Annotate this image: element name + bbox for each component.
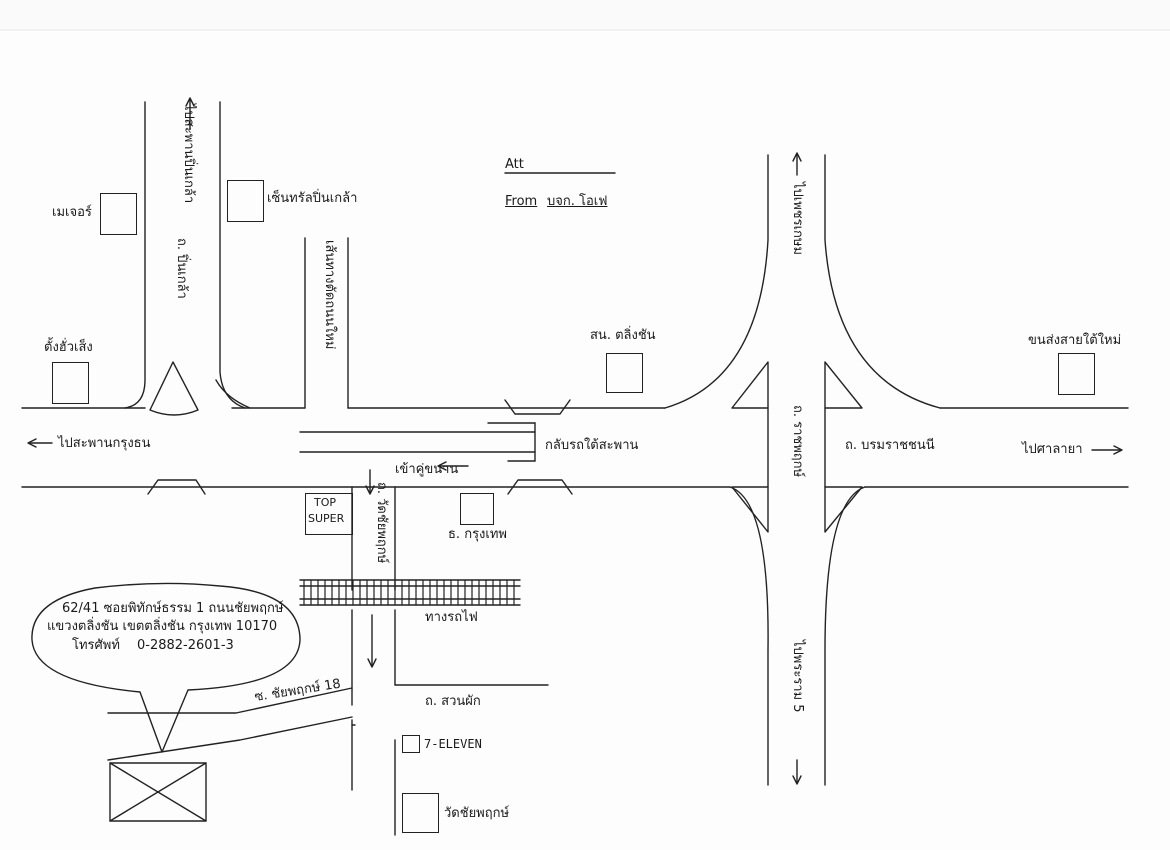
phone-number: 0-2882-2601-3 [137,638,234,653]
railway-label: ทางรถไฟ [425,610,478,625]
temple-label: วัดชัยพฤกษ์ [444,806,510,821]
borommaratchachonnani-label: ถ. บรมราชชนนี [845,438,935,453]
tang-hua-seng-label: ตั้งฮั่วเส็ง [44,340,93,355]
phetkasem-direction-label: ไปเพชรเกษม [790,182,805,256]
uturn-label: กลับรถใต้สะพาน [545,438,639,453]
central-building-icon [227,180,264,222]
suan-phak-road-label: ถ. สวนผัก [425,694,481,709]
temple-building-icon [402,793,439,833]
tang-hua-seng-building-icon [52,362,89,404]
top-super-label-2: SUPER [308,512,345,525]
address-line-1: 62/41 ซอยพิทักษ์ธรรม 1 ถนนชัยพฤกษ์ [62,601,284,616]
bangkok-bank-building-icon [460,493,494,525]
krungthon-direction-label: ไปสะพานกรุงธน [58,436,151,451]
seven-eleven-building-icon [402,735,420,753]
wat-chaiyaphruek-road-label: ถ. วัดชัยพฤกษ์ [374,482,389,564]
pinklao-direction-label: ไปสะพานปิ่นเกล้า [181,104,196,204]
enter-parallel-label: เข้าคู่ขนาน [395,462,459,477]
rama5-direction-label: ไปพระราม 5 [790,640,805,713]
att-label: Att [505,157,524,172]
phone-label: โทรศัพท์ [72,638,120,653]
salaya-direction-label: ไปศาลายา [1022,442,1083,457]
seven-eleven-label: 7-ELEVEN [424,737,482,751]
pinklao-road-label: ถ. ปิ่นเกล้า [174,238,189,299]
bus-terminal-building-icon [1058,353,1095,395]
address-line-2: แขวงตลิ่งชัน เขตตลิ่งชัน กรุงเทพ 10170 [47,619,278,634]
ratchaphruek-road-label: ถ. ราชพฤกษ์ [790,405,805,478]
major-building-icon [100,193,137,235]
top-super-label-1: TOP [314,496,337,509]
central-label: เซ็นทรัลปิ่นเกล้า [267,191,358,206]
bangkok-bank-label: ธ. กรุงเทพ [448,527,507,542]
major-label: เมเจอร์ [52,205,92,220]
bus-terminal-label: ขนส่งสายใต้ใหม่ [1028,333,1122,348]
police-station-building-icon [606,353,643,393]
police-station-label: สน. ตลิ่งชัน [590,328,656,343]
top-super-box [305,493,353,535]
new-road-label: เส้นทางตัดถนนใหม่ [322,240,337,350]
from-label: From [505,194,538,209]
from-company: บจก. โอเฟ [547,194,608,209]
